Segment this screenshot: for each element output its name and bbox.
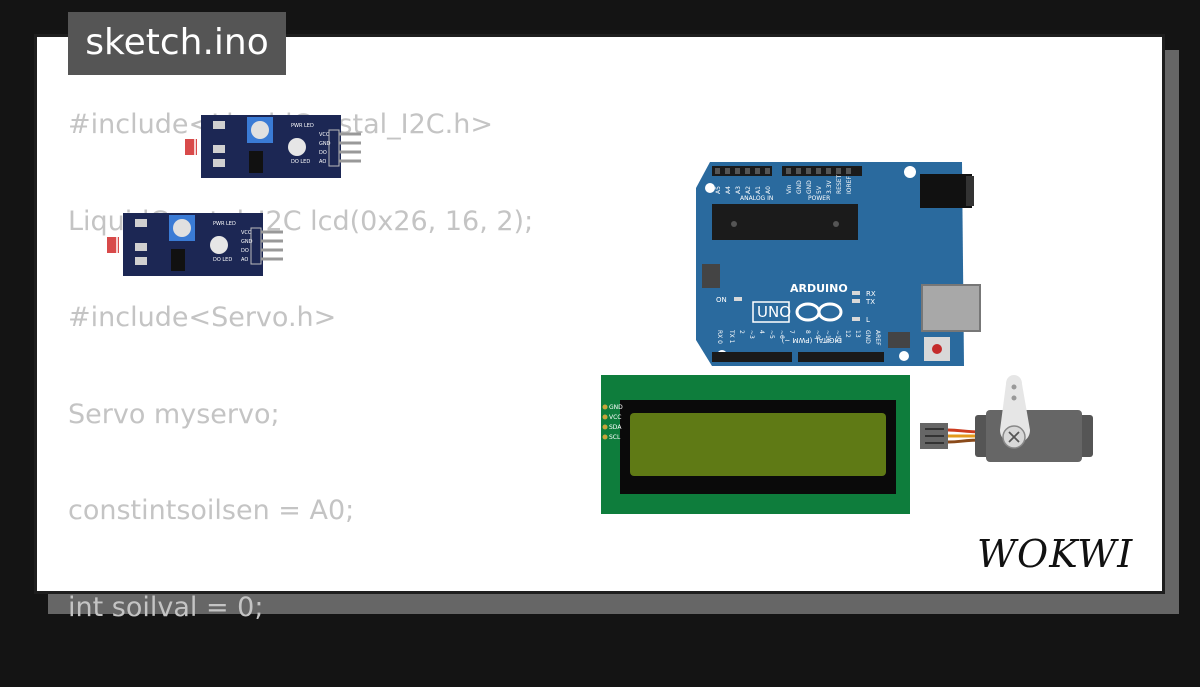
arduino-model-label: UNO: [757, 303, 791, 321]
code-line: int soilval = 0;: [68, 591, 533, 687]
pin-gnd-d: GND: [864, 330, 871, 344]
power-led-icon: [288, 138, 306, 156]
file-tab[interactable]: sketch.ino: [68, 12, 286, 75]
lcd-pin-vcc: VCC: [609, 414, 621, 421]
svg-text:WOKWI: WOKWI: [977, 532, 1133, 576]
circuit-diagram: PWR LED DO LED VCC GND DO AO PWR LED DO …: [0, 0, 1200, 600]
sensor-do-led-label: DO LED: [291, 159, 310, 165]
pin-a5: A5: [715, 186, 722, 194]
pin-tx1: TX 1: [728, 329, 735, 344]
pin-4: 4: [758, 330, 765, 334]
led-rx-label: RX: [866, 290, 876, 298]
analog-header: [712, 166, 772, 176]
comparator-chip: [249, 151, 263, 173]
sensor-pwr-led-label: PWR LED: [291, 123, 314, 129]
power-header-label: POWER: [808, 195, 830, 202]
pin-10: ~10: [824, 330, 831, 343]
pin-reset: RESET: [836, 174, 843, 194]
digital-header-low: [712, 352, 792, 362]
digital-header-high: [798, 352, 884, 362]
pin-a3: A3: [735, 186, 742, 194]
sensor-pin-ao: AO: [319, 159, 326, 165]
power-led-icon: [210, 236, 228, 254]
servo-body: [986, 410, 1082, 462]
sensor-component: [135, 219, 147, 227]
power-jack: [920, 174, 972, 208]
pin-12: 12: [844, 330, 851, 338]
pin-a0: A0: [765, 186, 772, 194]
led-l-label: L: [866, 316, 870, 324]
sensor-component: [213, 145, 225, 153]
pin-a4: A4: [725, 186, 732, 194]
sensor-pin-do: DO: [241, 248, 249, 254]
analog-header-label: ANALOG IN: [740, 195, 773, 202]
led-on-label: ON: [716, 296, 727, 304]
pin-2: 2: [738, 330, 745, 334]
lcd-pin-sda: SDA: [609, 424, 622, 431]
sensor-pin-vcc: VCC: [319, 132, 330, 138]
soil-sensor-module-1[interactable]: PWR LED DO LED VCC GND DO AO: [185, 115, 361, 178]
icsp-header: [702, 264, 720, 288]
lcd-pin-scl: SCL: [609, 434, 621, 441]
sensor-component: [213, 121, 225, 129]
sensor-component: [213, 159, 225, 167]
lcd-screen: [630, 413, 886, 476]
pin-gnd-1: GND: [796, 180, 803, 194]
sensor-pin-ao: AO: [241, 257, 248, 263]
pin-5: ~5: [768, 330, 775, 339]
pin-9: ~9: [814, 330, 821, 339]
pin-aref: AREF: [874, 330, 881, 346]
potentiometer-knob-icon: [173, 219, 191, 237]
sensor-component: [135, 243, 147, 251]
sensor-pin-gnd: GND: [241, 239, 253, 245]
pin-5v: 5V: [816, 185, 823, 194]
pin-13: 13: [854, 330, 861, 338]
servo-motor[interactable]: [920, 375, 1093, 462]
digital-header-label: DIGITAL (PWM ~): [781, 336, 842, 344]
icsp-header-2: [888, 332, 910, 348]
pin-a1: A1: [755, 186, 762, 194]
sensor-pwr-led-label: PWR LED: [213, 221, 236, 227]
pin-8: 8: [804, 330, 811, 334]
lcd-pin-gnd: GND: [609, 404, 623, 411]
comparator-chip: [171, 249, 185, 271]
pin-vin: Vin: [786, 184, 793, 194]
usb-port: [922, 285, 980, 331]
pin-11: ~11: [834, 330, 841, 343]
pin-3v3: 3.3V: [826, 179, 833, 194]
reset-button-icon: [932, 344, 942, 354]
sensor-pin-do: DO: [319, 150, 327, 156]
sensor-do-led-label: DO LED: [213, 257, 232, 263]
pin-7: 7: [788, 330, 795, 334]
led-tx-label: TX: [865, 298, 875, 306]
sensor-pin-vcc: VCC: [241, 230, 252, 236]
sensor-pin-gnd: GND: [319, 141, 331, 147]
arduino-brand-label: ARDUINO: [790, 282, 848, 295]
pin-ioref: IOREF: [846, 176, 853, 194]
pin-3: ~3: [748, 330, 755, 339]
lcd-1602-display[interactable]: GND VCC SDA SCL: [601, 375, 910, 514]
soil-sensor-module-2[interactable]: PWR LED DO LED VCC GND DO AO: [107, 213, 283, 276]
potentiometer-knob-icon: [251, 121, 269, 139]
pin-gnd-2: GND: [806, 180, 813, 194]
arduino-uno-board[interactable]: ANALOG IN POWER A5 A4 A3 A2 A1 A0 Vin GN…: [696, 162, 980, 366]
wokwi-logo: WOKWI: [975, 525, 1150, 580]
sensor-component: [135, 257, 147, 265]
pin-6: ~6: [778, 330, 785, 339]
pin-rx0: RX 0: [716, 330, 723, 344]
pin-a2: A2: [745, 186, 752, 194]
